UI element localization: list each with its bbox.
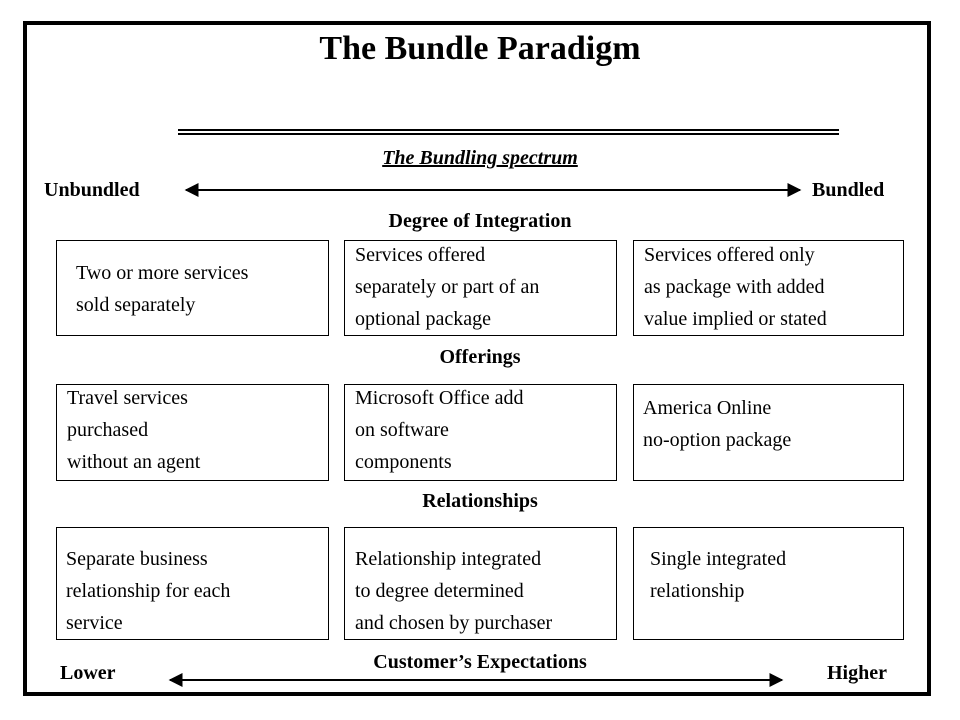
slide-title: The Bundle Paradigm <box>319 30 641 67</box>
cell-line: optional package <box>355 308 492 330</box>
higher-label: Higher <box>827 662 887 684</box>
cell-integration-bundled: Services offered only as package with ad… <box>633 240 904 336</box>
cell-line: Travel services <box>67 387 188 409</box>
cell-line: relationship for each <box>66 580 231 602</box>
cell-line: Two or more services <box>76 262 249 284</box>
cell-line: on software <box>355 419 449 441</box>
cell-line: and chosen by purchaser <box>355 612 553 634</box>
cell-line: value implied or stated <box>644 308 827 330</box>
unbundled-label: Unbundled <box>44 179 140 201</box>
slide-frame <box>23 21 931 696</box>
bundled-label: Bundled <box>812 179 885 201</box>
cell-line: without an agent <box>67 451 201 473</box>
cell-line: Single integrated <box>650 548 787 570</box>
heading-offerings: Offerings <box>439 346 521 368</box>
cell-line: Services offered <box>355 244 486 266</box>
cell-line: Relationship integrated <box>355 548 542 570</box>
cell-line: as package with added <box>644 276 825 298</box>
cell-line: Services offered only <box>644 244 815 266</box>
cell-integration-unbundled: Two or more services sold separately <box>56 240 329 336</box>
cell-line: relationship <box>650 580 745 602</box>
cell-offerings-unbundled: Travel services purchased without an age… <box>56 384 329 481</box>
lower-label: Lower <box>60 662 116 684</box>
heading-relationships: Relationships <box>422 490 538 512</box>
cell-relationships-middle: Relationship integrated to degree determ… <box>344 527 617 640</box>
cell-offerings-middle: Microsoft Office add on software compone… <box>344 384 617 481</box>
cell-line: separately or part of an <box>355 276 540 298</box>
cell-line: Microsoft Office add <box>355 387 524 409</box>
heading-degree-of-integration: Degree of Integration <box>388 210 572 232</box>
cell-offerings-bundled: America Online no-option package <box>633 384 904 481</box>
cell-line: no-option package <box>643 429 792 451</box>
cell-integration-middle: Services offered separately or part of a… <box>344 240 617 336</box>
cell-line: Separate business <box>66 548 208 570</box>
spectrum-label-wrap: The Bundling spectrum <box>0 147 960 170</box>
expectations-label: Customer’s Expectations <box>373 651 587 673</box>
title-divider <box>178 129 839 135</box>
cell-line: sold separately <box>76 294 196 316</box>
cell-relationships-unbundled: Separate business relationship for each … <box>56 527 329 640</box>
cell-line: service <box>66 612 123 634</box>
cell-line: America Online <box>643 397 772 419</box>
cell-relationships-bundled: Single integrated relationship <box>633 527 904 640</box>
cell-line: components <box>355 451 452 473</box>
cell-line: to degree determined <box>355 580 524 602</box>
cell-line: purchased <box>67 419 149 441</box>
spectrum-label: The Bundling spectrum <box>382 147 578 169</box>
